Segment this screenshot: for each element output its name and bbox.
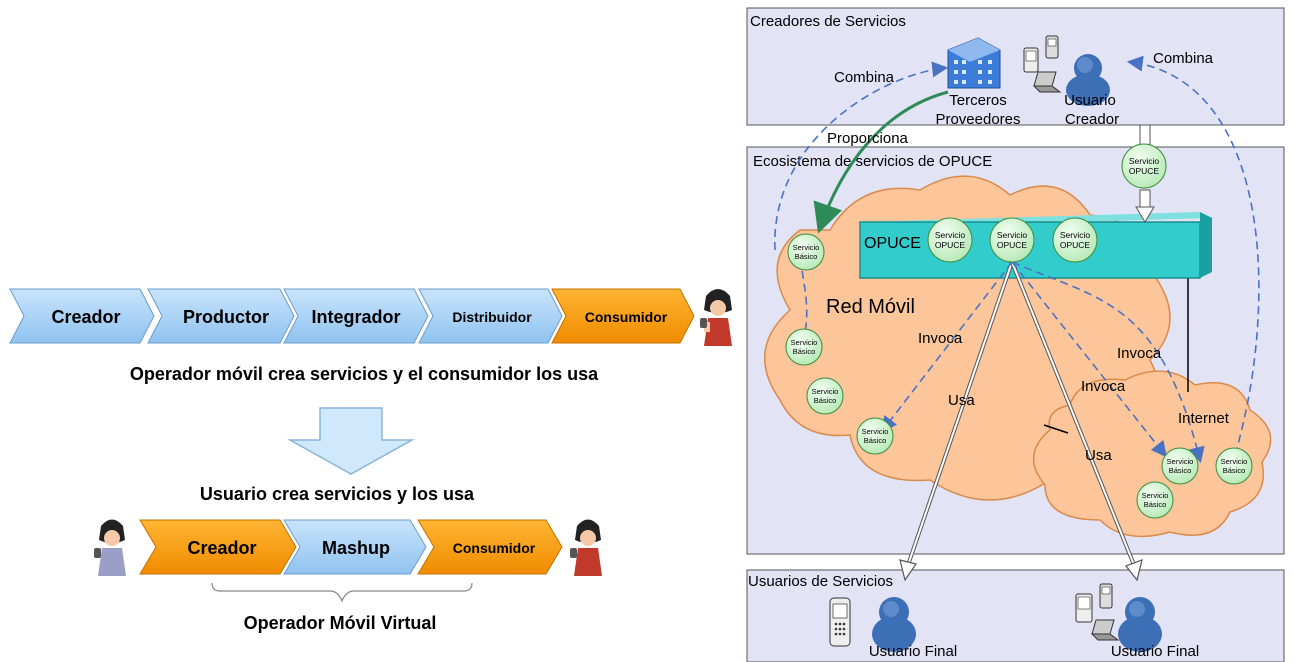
chain1-consumidor-label: Consumidor <box>585 309 668 325</box>
chain1-integrador-label: Integrador <box>311 307 400 327</box>
usuario-creador-person-icon <box>1066 54 1110 106</box>
svg-text:Servicio: Servicio <box>793 243 820 252</box>
user2-person-icon <box>1118 597 1162 652</box>
svg-text:Básico: Básico <box>1144 500 1167 509</box>
user2-pda-icon <box>1075 593 1093 623</box>
red-internet-link <box>1043 424 1069 434</box>
chain2-consumidor: Consumidor <box>417 519 563 575</box>
svg-text:OPUCE: OPUCE <box>1129 166 1160 176</box>
svg-text:Básico: Básico <box>1169 466 1192 475</box>
consumer-person-icon <box>700 289 732 346</box>
usuario-final-label-1: Usuario Final <box>869 643 957 660</box>
user1-person-icon <box>872 597 916 652</box>
user2-phone-icon <box>1099 583 1113 609</box>
svg-text:Básico: Básico <box>1223 466 1246 475</box>
chain1-distribuidor-label: Distribuidor <box>452 309 532 325</box>
svg-text:Servicio: Servicio <box>935 230 966 240</box>
invoca-label-1: Invoca <box>918 330 963 347</box>
usa-label-2: Usa <box>1085 447 1112 464</box>
usuario-creador-label-1: Usuario <box>1064 92 1116 109</box>
servicio-basico-2: Servicio Básico <box>785 328 823 366</box>
svg-text:OPUCE: OPUCE <box>1060 240 1091 250</box>
proveedores-label: Proveedores <box>935 111 1020 128</box>
caption-operator: Operador móvil crea servicios y el consu… <box>130 364 599 384</box>
building-icon <box>947 37 1001 89</box>
usuario-creador-label-2: Creador <box>1065 111 1119 128</box>
svg-text:Básico: Básico <box>864 436 887 445</box>
svg-text:Servicio: Servicio <box>1167 457 1194 466</box>
chain2-creador-label: Creador <box>187 538 256 558</box>
publish-arrow <box>1135 124 1155 223</box>
user1-phone-icon <box>829 597 851 647</box>
chain2-mashup-label: Mashup <box>322 538 390 558</box>
svg-text:Servicio: Servicio <box>862 427 889 436</box>
chain1-creador-label: Creador <box>51 307 120 327</box>
chain1-integrador: Integrador <box>283 288 429 344</box>
red-movil-label: Red Móvil <box>826 296 915 318</box>
creator-person-icon <box>94 519 126 576</box>
invoca-label-3: Invoca <box>1081 378 1126 395</box>
svg-text:Básico: Básico <box>814 396 837 405</box>
mobile-phone-icon <box>1045 35 1059 59</box>
servicio-basico-5: Servicio Básico <box>1161 447 1199 485</box>
caption-user-creates: Usuario crea servicios y los usa <box>200 484 475 504</box>
servicio-opuce-2: Servicio OPUCE <box>927 217 973 263</box>
svg-text:Básico: Básico <box>793 347 816 356</box>
pda-icon <box>1023 47 1039 73</box>
laptop-icon <box>1032 71 1062 93</box>
invoca-label-2: Invoca <box>1117 345 1162 362</box>
svg-text:Servicio: Servicio <box>812 387 839 396</box>
chain2-creador: Creador <box>139 519 297 575</box>
chain2-mashup: Mashup <box>283 519 427 575</box>
servicio-basico-1: Servicio Básico <box>787 233 825 271</box>
panel-ecosystem-title: Ecosistema de servicios de OPUCE <box>753 153 992 170</box>
panel-creators-title: Creadores de Servicios <box>750 13 906 30</box>
combina-right-label: Combina <box>1153 50 1214 67</box>
servicio-basico-3: Servicio Básico <box>806 377 844 415</box>
svg-text:Básico: Básico <box>795 252 818 261</box>
panel-creators <box>746 7 1285 126</box>
chain1-productor-label: Productor <box>183 307 269 327</box>
servicio-basico-6: Servicio Básico <box>1215 447 1253 485</box>
usa-arrows <box>899 261 1143 582</box>
value-chain-user: Creador Mashup Consumidor <box>139 519 563 575</box>
combina-left-label: Combina <box>834 69 895 86</box>
chain1-productor: Productor <box>147 288 295 344</box>
proporciona-arrow <box>813 90 949 234</box>
servicio-basico-7: Servicio Básico <box>1136 481 1174 519</box>
user2-laptop-icon <box>1090 619 1120 641</box>
svg-text:Servicio: Servicio <box>1060 230 1091 240</box>
usa-label-1: Usa <box>948 392 975 409</box>
consumer2-person-icon <box>570 519 602 576</box>
servicio-basico-4: Servicio Básico <box>856 417 894 455</box>
value-chain-operator: Creador Productor Integrador Distribuido… <box>9 288 695 344</box>
chain1-consumidor: Consumidor <box>551 288 695 344</box>
terceros-label: Terceros <box>949 92 1007 109</box>
internet-label: Internet <box>1178 410 1230 427</box>
svg-text:OPUCE: OPUCE <box>935 240 966 250</box>
panel-users-title: Usuarios de Servicios <box>748 573 893 590</box>
opuce-label: OPUCE <box>864 235 921 252</box>
svg-text:Servicio: Servicio <box>997 230 1028 240</box>
opuce-platform: OPUCE <box>859 212 1212 279</box>
transition-arrow <box>287 407 415 475</box>
svg-text:Servicio: Servicio <box>1129 156 1160 166</box>
servicio-opuce-3: Servicio OPUCE <box>989 217 1035 263</box>
dashed-arrows <box>774 55 1260 464</box>
svg-text:OPUCE: OPUCE <box>997 240 1028 250</box>
chain1-creador: Creador <box>9 288 155 344</box>
brace <box>211 582 473 603</box>
chain2-consumidor-label: Consumidor <box>453 540 536 556</box>
caption-virtual-operator: Operador Móvil Virtual <box>244 613 437 633</box>
svg-text:Servicio: Servicio <box>791 338 818 347</box>
svg-text:Servicio: Servicio <box>1221 457 1248 466</box>
chain1-distribuidor: Distribuidor <box>418 288 563 344</box>
usuario-final-label-2: Usuario Final <box>1111 643 1199 660</box>
proporciona-label: Proporciona <box>827 130 909 147</box>
servicio-opuce-1: Servicio OPUCE <box>1121 143 1167 189</box>
servicio-opuce-4: Servicio OPUCE <box>1052 217 1098 263</box>
svg-text:Servicio: Servicio <box>1142 491 1169 500</box>
